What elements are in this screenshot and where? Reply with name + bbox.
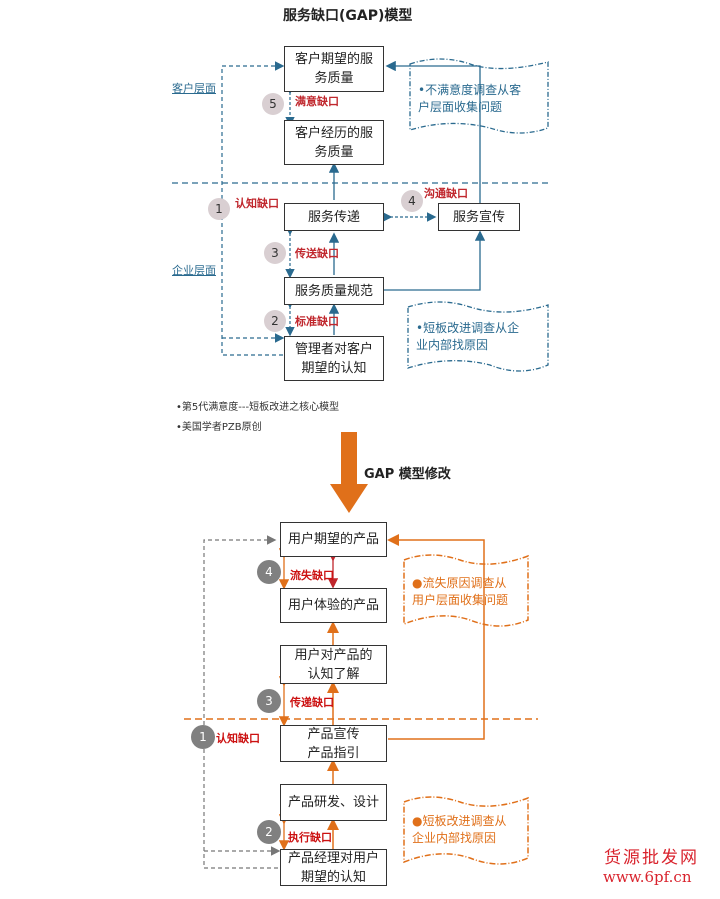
- gap-number-1: 1: [208, 198, 230, 220]
- enterprise-layer-label: 企业层面: [172, 264, 216, 277]
- customer-survey-note: •不满意度调查从客 户层面收集问题: [418, 83, 522, 114]
- customer-note-frame: [409, 58, 549, 134]
- bottom-gap-number-4: 4: [257, 560, 281, 584]
- bullet-pzb-origin: •美国学者PZB原创: [176, 422, 262, 433]
- user-understanding-box: 用户对产品的 认知了解: [280, 645, 387, 684]
- standard-gap-label: 标准缺口: [295, 315, 339, 328]
- expected-service-box: 客户期望的服 务质量: [284, 46, 384, 92]
- enterprise-improvement-note: •短板改进调查从企 业内部找原因: [416, 321, 520, 352]
- churn-gap-label: 流失缺口: [290, 569, 334, 582]
- enterprise-note-frame-bottom: [403, 796, 529, 865]
- gap-number-4: 4: [401, 190, 423, 212]
- bottom-gap-number-3: 3: [257, 689, 281, 713]
- pm-perception-box: 产品经理对用户 期望的认知: [280, 849, 387, 886]
- management-perception-box: 管理者对客户 期望的认知: [284, 336, 384, 381]
- service-promotion-box: 服务宣传: [438, 203, 520, 231]
- delivery-gap-label: 传送缺口: [295, 247, 339, 260]
- gap-number-3: 3: [264, 242, 286, 264]
- user-churn-note: ●流失原因调查从 用户层面收集问题: [412, 576, 509, 607]
- user-expected-product-box: 用户期望的产品: [280, 522, 387, 557]
- execution-gap-label: 执行缺口: [288, 831, 332, 844]
- product-rd-box: 产品研发、设计: [280, 784, 387, 821]
- cognition-gap-label-bottom: 认知缺口: [216, 732, 260, 745]
- gap-number-5: 5: [262, 93, 284, 115]
- experienced-service-box: 客户经历的服 务质量: [284, 120, 384, 165]
- watermark-url: www.6pf.cn: [603, 868, 692, 886]
- bottom-gap-number-2: 2: [257, 820, 281, 844]
- top-title: 服务缺口(GAP)模型: [283, 8, 413, 24]
- customer-layer-label: 客户层面: [172, 82, 216, 95]
- user-experienced-product-box: 用户体验的产品: [280, 588, 387, 623]
- communication-gap-label: 沟通缺口: [424, 187, 468, 200]
- enterprise-improvement-note-bottom: ●短板改进调查从 企业内部找原因: [412, 814, 507, 845]
- user-note-frame: [403, 554, 529, 627]
- transfer-gap-label: 传递缺口: [290, 696, 334, 709]
- satisfaction-gap-label: 满意缺口: [295, 95, 339, 108]
- bottom-gap-number-1: 1: [191, 725, 215, 749]
- gap-modify-label: GAP 模型修改: [364, 467, 451, 482]
- cognition-gap-label: 认知缺口: [235, 197, 279, 210]
- bullet-satisfaction-model: •第5代满意度---短板改进之核心模型: [176, 402, 340, 413]
- gap-number-2: 2: [264, 310, 286, 332]
- product-promotion-box: 产品宣传 产品指引: [280, 725, 387, 762]
- enterprise-note-frame: [407, 301, 549, 372]
- service-spec-box: 服务质量规范: [284, 277, 384, 305]
- service-delivery-box: 服务传递: [284, 203, 384, 231]
- watermark-site-name: 货源批发网: [604, 848, 699, 868]
